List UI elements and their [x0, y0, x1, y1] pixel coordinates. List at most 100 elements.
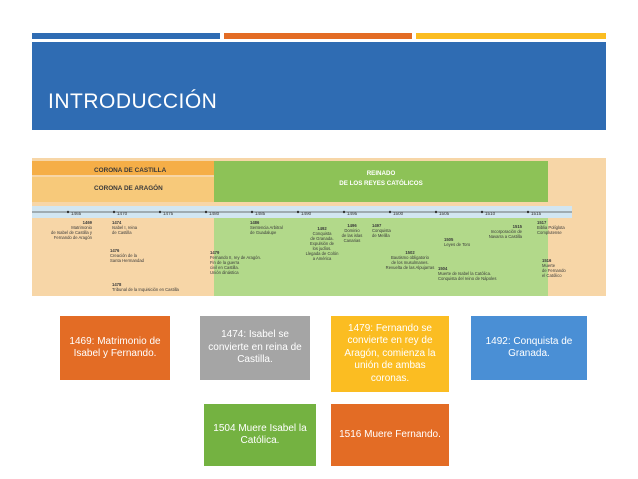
event-line: 1505 [444, 237, 454, 242]
timeline-figure: CORONA DE CASTILLA CORONA DE ARAGÓN REIN… [32, 158, 606, 296]
year-tick-label: 1500 [393, 211, 404, 216]
year-tick-mark [480, 210, 484, 214]
castilla-band [32, 161, 214, 175]
aragon-band [32, 177, 214, 202]
reinado-band [214, 161, 548, 202]
event-line: 1479 [210, 250, 220, 255]
year-tick-label: 1470 [117, 211, 128, 216]
event-line: Incorporación de [491, 229, 523, 234]
event-line: de Granada. [310, 236, 333, 241]
year-tick-label: 1495 [347, 211, 358, 216]
event-box-1474-text: 1474: Isabel se convierte en reina de Ca… [208, 329, 302, 366]
event-line: el Católico [542, 273, 562, 278]
event-line: 1478 [112, 282, 122, 287]
event-line: Matrimonio [71, 225, 92, 230]
event-line: 1486 [250, 220, 260, 225]
event-line: Dominio [344, 228, 360, 233]
event-line: de las islas [342, 233, 363, 238]
year-tick-label: 1490 [301, 211, 312, 216]
year-tick-label: 1515 [531, 211, 542, 216]
event-box-1479-text: 1479: Fernando se convierte en rey de Ar… [344, 322, 436, 384]
event-line: 1497 [372, 223, 382, 228]
event-line: Fin de la guerra [210, 260, 240, 265]
event-line: a América [313, 256, 332, 261]
event-line: Fernando de Aragón [54, 235, 93, 240]
accent-strip-orange [224, 33, 412, 39]
event-line: 1504 [438, 266, 448, 271]
event-line: 1516 [542, 258, 552, 263]
event-line: Leyes de Toro [444, 242, 471, 247]
year-tick-mark [296, 210, 300, 214]
event-line: Complutense [537, 230, 562, 235]
event-line: Conquista [313, 231, 333, 236]
event-line: Canarias [344, 238, 361, 243]
event-box-1474: 1474: Isabel se convierte en reina de Ca… [200, 316, 310, 380]
event-box-1479: 1479: Fernando se convierte en rey de Ar… [331, 316, 449, 392]
event-line: Fernando II, rey de Aragón. [210, 255, 261, 260]
event-box-1516-text: 1516 Muere Fernando. [339, 428, 441, 440]
event-line: 1517 [537, 220, 547, 225]
year-tick-mark [342, 210, 346, 214]
reyes-catolicos-label: DE LOS REYES CATÓLICOS [339, 179, 422, 187]
accent-strip-blue [32, 33, 220, 39]
year-tick-mark [204, 210, 208, 214]
year-tick-label: 1475 [163, 211, 174, 216]
event-line: Unión dinástica [210, 270, 239, 275]
year-tick-mark [526, 210, 530, 214]
event-line: Muerte de Isabel la Católica. [438, 271, 491, 276]
event-line: Bautismo obligatorio [391, 255, 430, 260]
event-box-1492: 1492: Conquista de Granada. [471, 316, 587, 380]
year-tick-mark [434, 210, 438, 214]
accent-strip-yellow [416, 33, 606, 39]
reinado-label: REINADO [367, 170, 396, 177]
year-tick-mark [158, 210, 162, 214]
year-tick-label: 1485 [255, 211, 266, 216]
event-line: Biblia Políglota [537, 225, 565, 230]
event-line: Llegada de Colón [306, 251, 340, 256]
event-line: 1476 [110, 248, 120, 253]
event-line: Creación de la [110, 253, 138, 258]
event-line: de Guadalupe [250, 230, 277, 235]
event-line: 1492 [317, 226, 327, 231]
castilla-label: CORONA DE CASTILLA [94, 167, 167, 174]
aragon-label: CORONA DE ARAGÓN [94, 183, 163, 192]
event-line: civil en Castilla. [210, 265, 239, 270]
event-line: 1474 [112, 220, 122, 225]
event-line: Isabel I, reina [112, 225, 138, 230]
year-tick-mark [250, 210, 254, 214]
event-line: de Melilla [372, 233, 390, 238]
event-line: 1502 [405, 250, 415, 255]
event-line: los judíos. [313, 246, 332, 251]
event-line: Navarra a Castilla [489, 234, 523, 239]
event-box-1469-text: 1469: Matrimonio de Isabel y Fernando. [69, 335, 161, 360]
event-line: Muerte [542, 263, 556, 268]
event-line: 1496 [347, 223, 357, 228]
event-line: de Castilla [112, 230, 132, 235]
event-line: Santa Hermandad [110, 258, 145, 263]
year-tick-mark [388, 210, 392, 214]
year-tick-label: 1505 [439, 211, 450, 216]
event-line: Expulsión de [310, 241, 335, 246]
year-tick-mark [112, 210, 116, 214]
event-box-1504: 1504 Muere Isabel la Católica. [204, 404, 316, 466]
year-tick-mark [66, 210, 70, 214]
year-tick-label: 1480 [209, 211, 220, 216]
event-line: de Fernando [542, 268, 566, 273]
event-box-1469: 1469: Matrimonio de Isabel y Fernando. [60, 316, 170, 380]
event-line: de Isabel de Castilla y [51, 230, 93, 235]
